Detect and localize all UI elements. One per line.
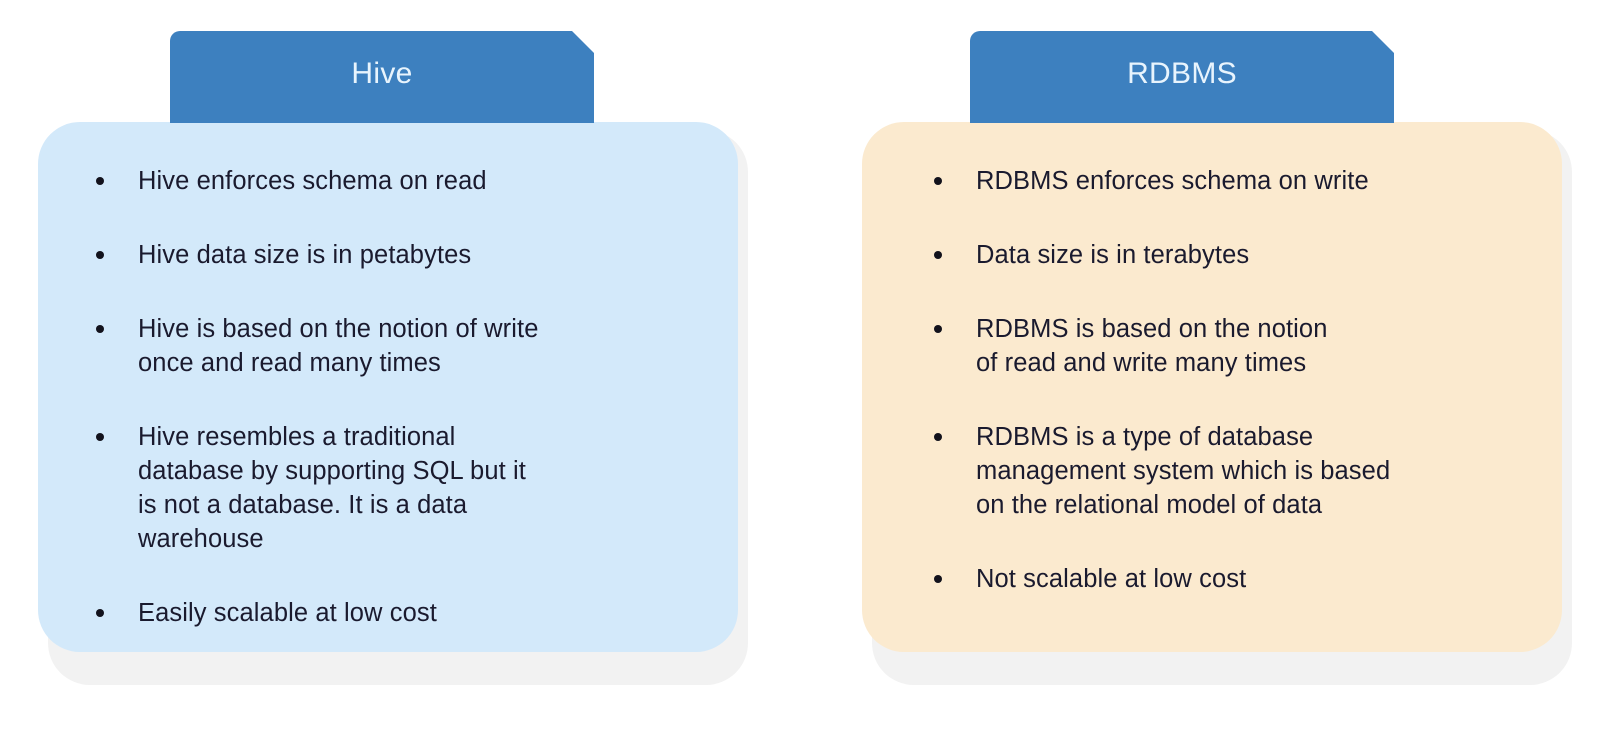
tab-title-rdbms: RDBMS bbox=[1127, 57, 1237, 90]
list-item-text: Hive data size is in petabytes bbox=[138, 241, 472, 269]
list-item: Not scalable at low cost bbox=[934, 562, 1552, 596]
bullet-dot-icon bbox=[934, 312, 976, 333]
tab-title-hive: Hive bbox=[351, 57, 413, 90]
list-item: Hive data size is in petabytes bbox=[96, 238, 710, 272]
bullet-dot-icon bbox=[934, 164, 976, 185]
bullet-dot-icon bbox=[934, 238, 976, 259]
list-item: Hive is based on the notion of write onc… bbox=[96, 312, 710, 380]
list-item-text: Easily scalable at low cost bbox=[138, 599, 437, 627]
panel-rdbms bbox=[862, 122, 1562, 652]
list-item: RDBMS is based on the notion of read and… bbox=[934, 312, 1552, 380]
bullet-dot-icon bbox=[96, 238, 138, 259]
bullet-dot-icon bbox=[96, 596, 138, 617]
bullet-dot-icon bbox=[934, 420, 976, 441]
list-item: Hive enforces schema on read bbox=[96, 164, 710, 198]
list-item: Hive resembles a traditional database by… bbox=[96, 420, 710, 556]
tab-header-rdbms[interactable]: RDBMS bbox=[970, 31, 1394, 123]
list-item-text: RDBMS enforces schema on write bbox=[976, 167, 1369, 195]
tab-header-hive[interactable]: Hive bbox=[170, 31, 594, 123]
bullet-dot-icon bbox=[96, 164, 138, 185]
list-item: Data size is in terabytes bbox=[934, 238, 1552, 272]
bullet-dot-icon bbox=[934, 562, 976, 583]
list-item-text: RDBMS is based on the notion of read and… bbox=[976, 315, 1328, 377]
list-item-text: Not scalable at low cost bbox=[976, 565, 1247, 593]
bullet-list-rdbms: RDBMS enforces schema on write Data size… bbox=[862, 122, 1562, 652]
list-item-text: Hive is based on the notion of write onc… bbox=[138, 315, 539, 377]
bullet-dot-icon bbox=[96, 312, 138, 333]
panel-hive bbox=[38, 122, 738, 652]
list-item-text: Hive resembles a traditional database by… bbox=[138, 423, 526, 553]
list-item: Easily scalable at low cost bbox=[96, 596, 710, 630]
list-item: RDBMS enforces schema on write bbox=[934, 164, 1552, 198]
list-item: RDBMS is a type of database management s… bbox=[934, 420, 1552, 522]
list-item-text: Hive enforces schema on read bbox=[138, 167, 487, 195]
bullet-dot-icon bbox=[96, 420, 138, 441]
list-item-text: Data size is in terabytes bbox=[976, 241, 1250, 269]
list-item-text: RDBMS is a type of database management s… bbox=[976, 423, 1391, 519]
bullet-list-hive: Hive enforces schema on read Hive data s… bbox=[38, 122, 738, 652]
